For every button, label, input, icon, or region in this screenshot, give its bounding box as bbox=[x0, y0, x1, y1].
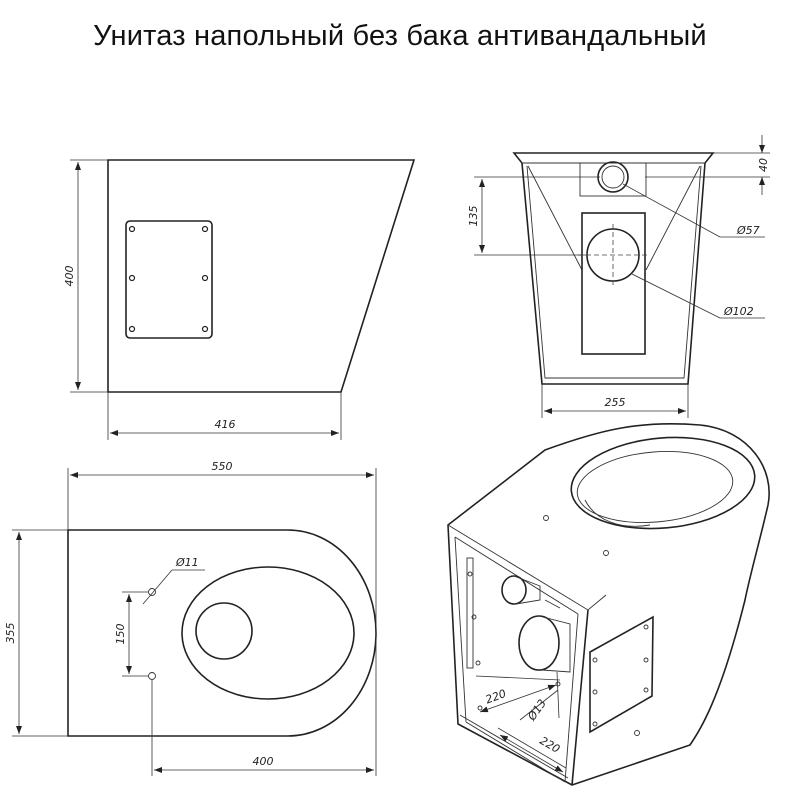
side-view: 400 416 bbox=[63, 159, 416, 440]
dim-iso-width-2: 220 bbox=[537, 734, 562, 756]
dim-front-center-height: 135 bbox=[467, 206, 480, 227]
dim-hole-spacing: 150 bbox=[114, 624, 127, 645]
front-view: 40 135 Ø57 Ø102 255 bbox=[467, 135, 770, 418]
dim-top-length: 550 bbox=[212, 460, 233, 473]
dim-top-width: 355 bbox=[4, 623, 17, 644]
top-view: 550 355 Ø11 150 400 bbox=[4, 460, 377, 776]
dim-hole-diameter: Ø11 bbox=[175, 556, 199, 569]
dim-side-height: 400 bbox=[63, 266, 76, 287]
dim-hole-to-end: 400 bbox=[253, 755, 274, 768]
drawing-title: Унитаз напольный без бака антивандальный bbox=[93, 20, 707, 52]
dim-side-width: 416 bbox=[215, 418, 236, 431]
dim-front-base-width: 255 bbox=[605, 396, 626, 409]
dim-drain-diameter: Ø102 bbox=[723, 305, 754, 318]
dim-front-top-offset: 40 bbox=[757, 158, 770, 172]
dim-iso-diameter: Ø13 bbox=[525, 697, 549, 724]
dim-outlet-diameter: Ø57 bbox=[736, 224, 760, 237]
isometric-view: 220 Ø13 220 bbox=[447, 422, 770, 786]
